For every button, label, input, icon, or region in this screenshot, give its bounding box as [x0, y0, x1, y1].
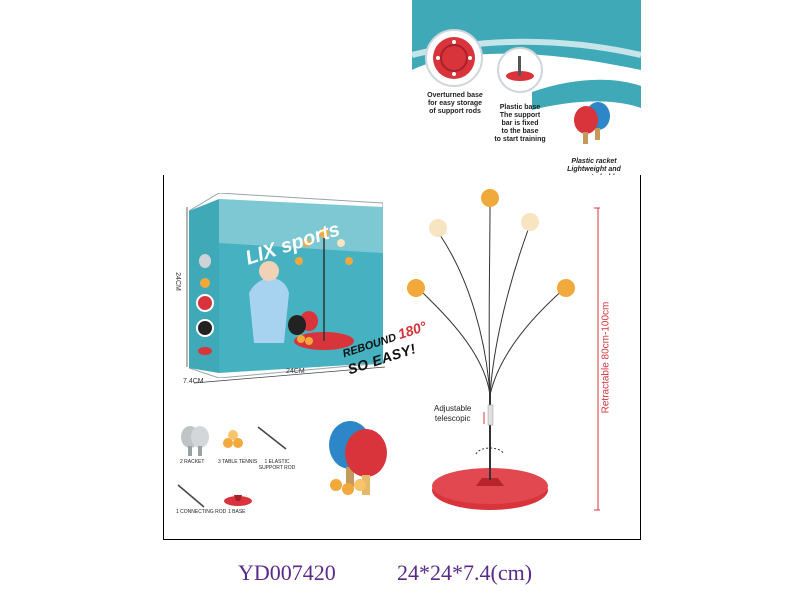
adjustable-telescopic-label: Adjustable telescopic [434, 404, 472, 423]
frame-bottom-line [163, 539, 641, 540]
info-panel-art [412, 0, 641, 144]
box-dimensions [186, 207, 386, 384]
box-height-label: 24CM [173, 272, 181, 291]
product-box: LIX sports [188, 192, 384, 379]
callout-overturned-base: Overturned base for easy storage of supp… [427, 92, 483, 115]
content-label-elastic-rod: 1 ELASTIC SUPPORT ROD [258, 459, 296, 471]
trainer-illustration [407, 189, 600, 511]
callout-plastic-racket: Plastic racket Lightweight and easy to h… [567, 158, 621, 175]
contents-art [177, 426, 287, 508]
box-width-label: 24CM [286, 368, 305, 375]
content-label-base: 1 BASE [228, 509, 246, 515]
frame-right-line [640, 0, 641, 540]
box-depth-label: 7.4CM [183, 378, 204, 385]
retractable-label: Retractable 80cm-100cm [600, 301, 612, 414]
content-label-tennis: 3 TABLE TENNIS [218, 459, 258, 465]
product-size: 24*24*7.4(cm) [397, 560, 533, 585]
rackets-illustration [329, 421, 387, 495]
info-panel: Overturned base for easy storage of supp… [412, 0, 641, 175]
product-code: YD007420 [238, 560, 336, 585]
product-box-art [188, 192, 384, 379]
callout-plastic-base: Plastic base The support bar is fixed to… [494, 104, 546, 143]
content-label-racket: 2 RACKET [180, 459, 205, 465]
frame-left-line [163, 175, 164, 540]
content-label-connecting-rod: 1 CONNECTING ROD [176, 509, 227, 515]
